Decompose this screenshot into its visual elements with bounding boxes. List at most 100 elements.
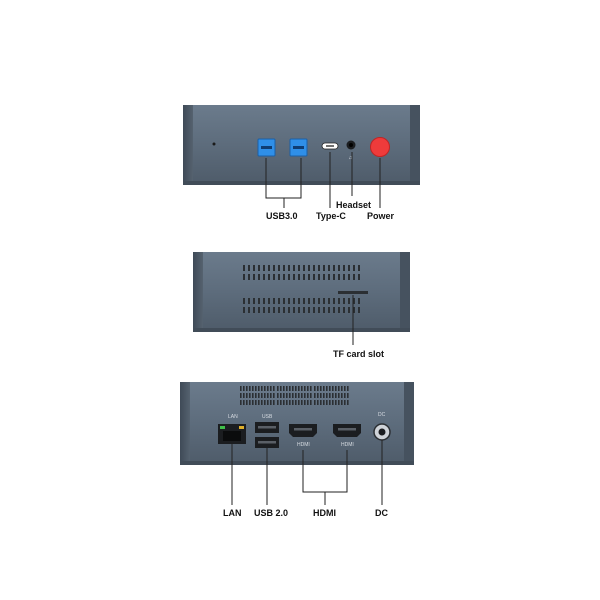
vent-slot — [292, 386, 294, 391]
vent-slot — [246, 386, 248, 391]
vent-slot — [335, 386, 337, 391]
vent-slot — [328, 274, 330, 280]
vent-slot — [255, 393, 257, 398]
vent-slot — [283, 298, 285, 304]
vent-slot — [304, 400, 306, 405]
vent-slot — [347, 393, 349, 398]
vent-slot — [268, 298, 270, 304]
lan-port-text: LAN — [228, 414, 238, 420]
front-left-cap — [183, 105, 193, 185]
vent-slot — [304, 393, 306, 398]
vent-slot — [358, 298, 360, 304]
vent-slot — [243, 393, 245, 398]
vent-slot — [293, 307, 295, 313]
vent-slot — [348, 274, 350, 280]
vent-slot — [333, 274, 335, 280]
vent-slot — [283, 274, 285, 280]
vent-slot — [258, 274, 260, 280]
vent-slot — [298, 274, 300, 280]
vent-slot — [348, 265, 350, 271]
vent-slot — [353, 307, 355, 313]
hdmi-left-port-text: HDMI — [297, 442, 310, 448]
vent-slot — [273, 393, 275, 398]
vent-slot — [323, 265, 325, 271]
vent-slot — [240, 400, 242, 405]
vent-slot — [344, 393, 346, 398]
vent-slot — [326, 400, 328, 405]
front-view: ♫ USB3.0 Type-C Headset Power — [183, 105, 420, 221]
vent-slot — [338, 386, 340, 391]
vent-slot — [326, 393, 328, 398]
usb30-label: USB3.0 — [266, 211, 298, 221]
vent-slot — [263, 274, 265, 280]
headset-label: Headset — [336, 200, 371, 210]
vent-slot — [353, 298, 355, 304]
vent-slot — [278, 307, 280, 313]
vent-slot — [353, 265, 355, 271]
vent-slot — [301, 386, 303, 391]
vent-slot — [314, 393, 316, 398]
vent-slot — [286, 386, 288, 391]
vent-slot — [255, 386, 257, 391]
vent-slot — [270, 386, 272, 391]
vent-slot — [264, 393, 266, 398]
vent-slot — [240, 393, 242, 398]
vent-slot — [341, 386, 343, 391]
usb3-port-2-tongue — [293, 146, 304, 149]
vent-slot — [288, 265, 290, 271]
vent-slot — [317, 386, 319, 391]
vent-slot — [289, 393, 291, 398]
dc-label: DC — [375, 508, 388, 518]
usb20-label: USB 2.0 — [254, 508, 288, 518]
lan-label: LAN — [223, 508, 242, 518]
vent-slot — [313, 307, 315, 313]
vent-slot — [267, 386, 269, 391]
vent-slot — [249, 386, 251, 391]
vent-slot — [323, 274, 325, 280]
vent-slot — [338, 400, 340, 405]
vent-slot — [273, 274, 275, 280]
vent-slot — [310, 393, 312, 398]
front-right-cap — [410, 105, 420, 185]
type-c-tongue — [326, 145, 334, 147]
vent-slot — [348, 298, 350, 304]
vent-slot — [263, 298, 265, 304]
side-right-cap — [400, 252, 410, 332]
vent-slot — [323, 298, 325, 304]
vent-slot — [258, 265, 260, 271]
vent-slot — [278, 298, 280, 304]
vent-slot — [248, 274, 250, 280]
vent-slot — [317, 393, 319, 398]
vent-slot — [338, 274, 340, 280]
vent-slot — [243, 400, 245, 405]
vent-slot — [264, 386, 266, 391]
vent-slot — [329, 393, 331, 398]
back-bottom-edge — [180, 461, 414, 465]
vent-slot — [323, 393, 325, 398]
vent-slot — [313, 265, 315, 271]
back-view: LAN USB HDMI HDMI DC LAN USB 2.0 HDMI DC — [180, 382, 414, 518]
vent-slot — [308, 307, 310, 313]
vent-slot — [308, 274, 310, 280]
vent-slot — [301, 393, 303, 398]
vent-slot — [298, 393, 300, 398]
vent-slot — [258, 307, 260, 313]
hdmi-port-right-tongue — [338, 428, 356, 431]
vent-slot — [273, 386, 275, 391]
hdmi-label: HDMI — [313, 508, 336, 518]
tf-card-slot — [338, 291, 368, 294]
vent-slot — [295, 400, 297, 405]
vent-slot — [303, 298, 305, 304]
vent-slot — [310, 400, 312, 405]
vent-slot — [258, 298, 260, 304]
vent-slot — [278, 274, 280, 280]
vent-slot — [338, 298, 340, 304]
vent-slot — [264, 400, 266, 405]
usb2-port-1-tongue — [258, 426, 276, 429]
dc-port-text: DC — [378, 412, 386, 418]
vent-slot — [358, 274, 360, 280]
side-bottom-edge — [193, 328, 410, 332]
vent-slot — [243, 274, 245, 280]
vent-slot — [252, 386, 254, 391]
vent-slot — [289, 386, 291, 391]
